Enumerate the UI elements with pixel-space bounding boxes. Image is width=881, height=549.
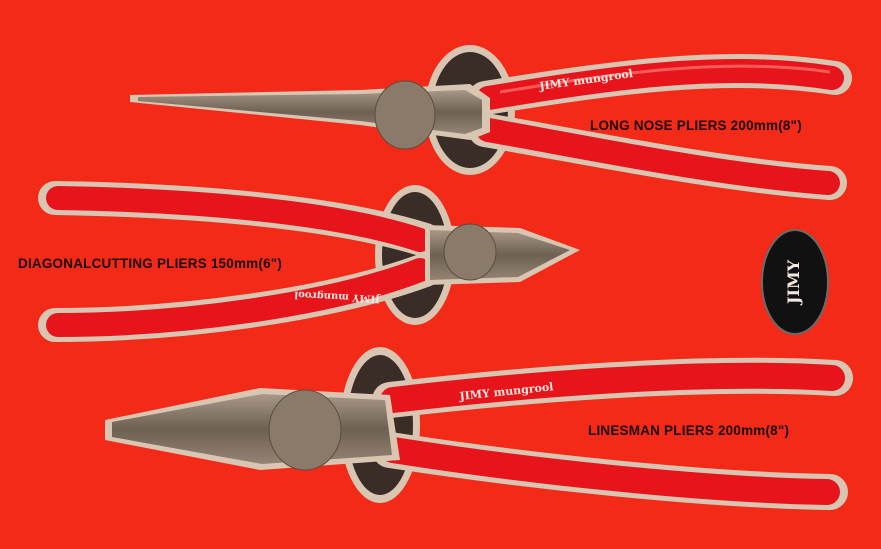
brand-logo: JIMY mungrool [294,289,381,305]
diagonal-pliers-label: DIAGONALCUTTING PLIERS 150mm(6") [18,256,283,271]
long-nose-pliers-label: LONG NOSE PLIERS 200mm(8") [590,118,802,133]
svg-text:JIMY: JIMY [784,259,803,306]
linesman-pliers-label: LINESMAN PLIERS 200mm(8") [588,423,790,438]
diagonal-cutting-pliers: JIMY mungrool [38,181,580,342]
long-nose-pliers: JIMY mungrool [130,45,852,200]
linesman-pliers: JIMY mungrool [105,347,853,510]
brand-badge: JIMY [761,229,829,335]
